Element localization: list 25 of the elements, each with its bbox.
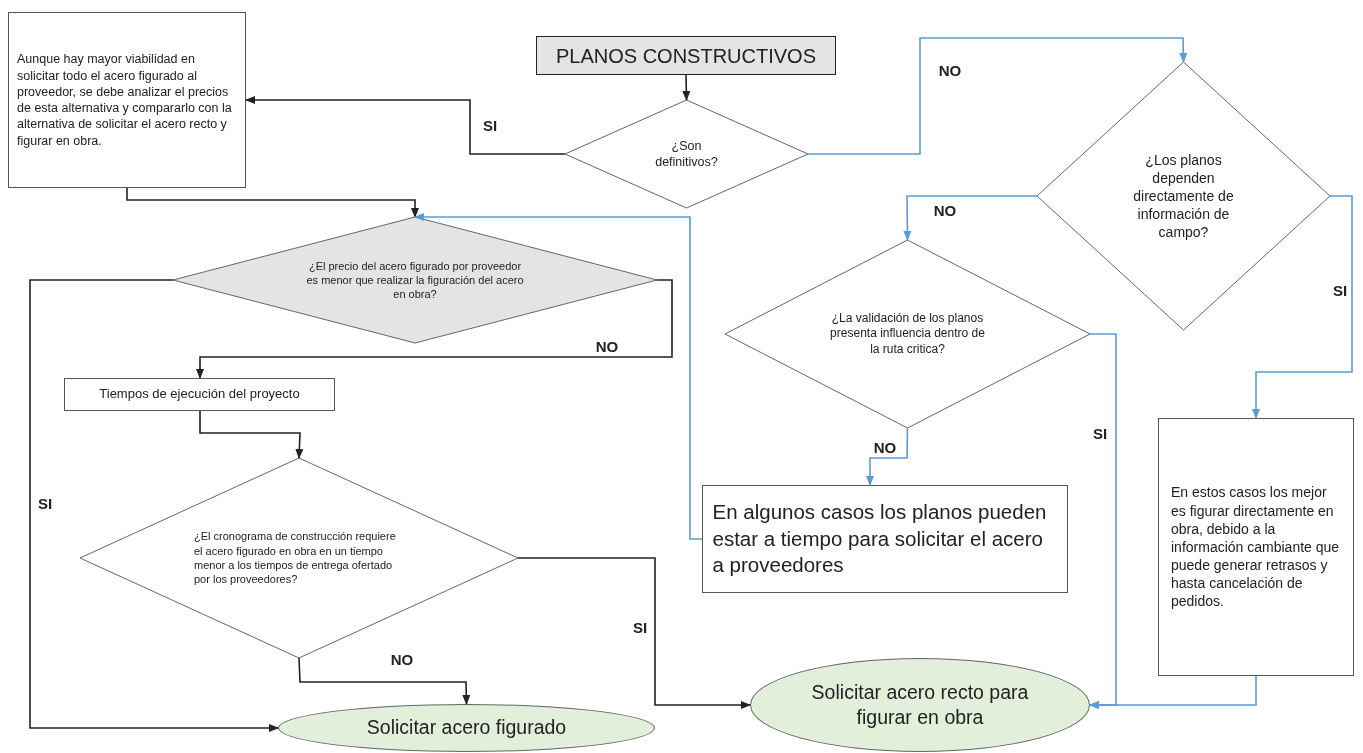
note-box: En estos casos los mejor es figurar directamente en obra, debido a la información cambiante que puede generar retrasos y hasta cancelación de pedidos. [1158,418,1354,676]
connector-arrow [1252,195,1353,419]
connector-arrow [807,37,1188,155]
connector-arrow [298,657,471,705]
terminal-ellipse: Solicitar acero figurado [278,704,655,752]
connector-arrow [1089,675,1257,709]
decision-diamond: ¿Son definitivos? [565,100,808,208]
connector-arrow [196,279,673,379]
connector-arrow [682,74,691,101]
decision-diamond: ¿Los planos dependen directamente de información de campo? [1037,62,1330,330]
connector-arrow [517,557,751,709]
connector-arrow [866,427,909,486]
decision-diamond: ¿La validación de los planos presenta influencia dentro de la ruta critica? [725,240,1090,428]
decision-diamond: ¿El precio del acero figurado por proveedor es menor que realizar la figuración del acero en obra? [173,217,657,343]
connector-arrow [29,279,279,732]
terminal-ellipse: Solicitar acero recto para figurar en obra [750,658,1090,752]
start-box: PLANOS CONSTRUCTIVOS [536,36,836,75]
connector-arrow [903,195,1038,241]
connector-arrow [126,187,419,218]
process-box: Tiempos de ejecución del proyecto [64,378,335,411]
connector-arrow [245,96,566,155]
note-box: Aunque hay mayor viabilidad en solicitar todo el acero figurado al proveedor, se debe analizar el precios de esta alternativa y compararlo con la alternativa de solicitar el acero recto y figurar en obra. [8,12,246,188]
note-box: En algunos casos los planos pueden estar a tiempo para solicitar el acero a proveedores [702,485,1068,593]
connector-arrow [414,213,703,540]
connector-arrow [199,410,304,459]
